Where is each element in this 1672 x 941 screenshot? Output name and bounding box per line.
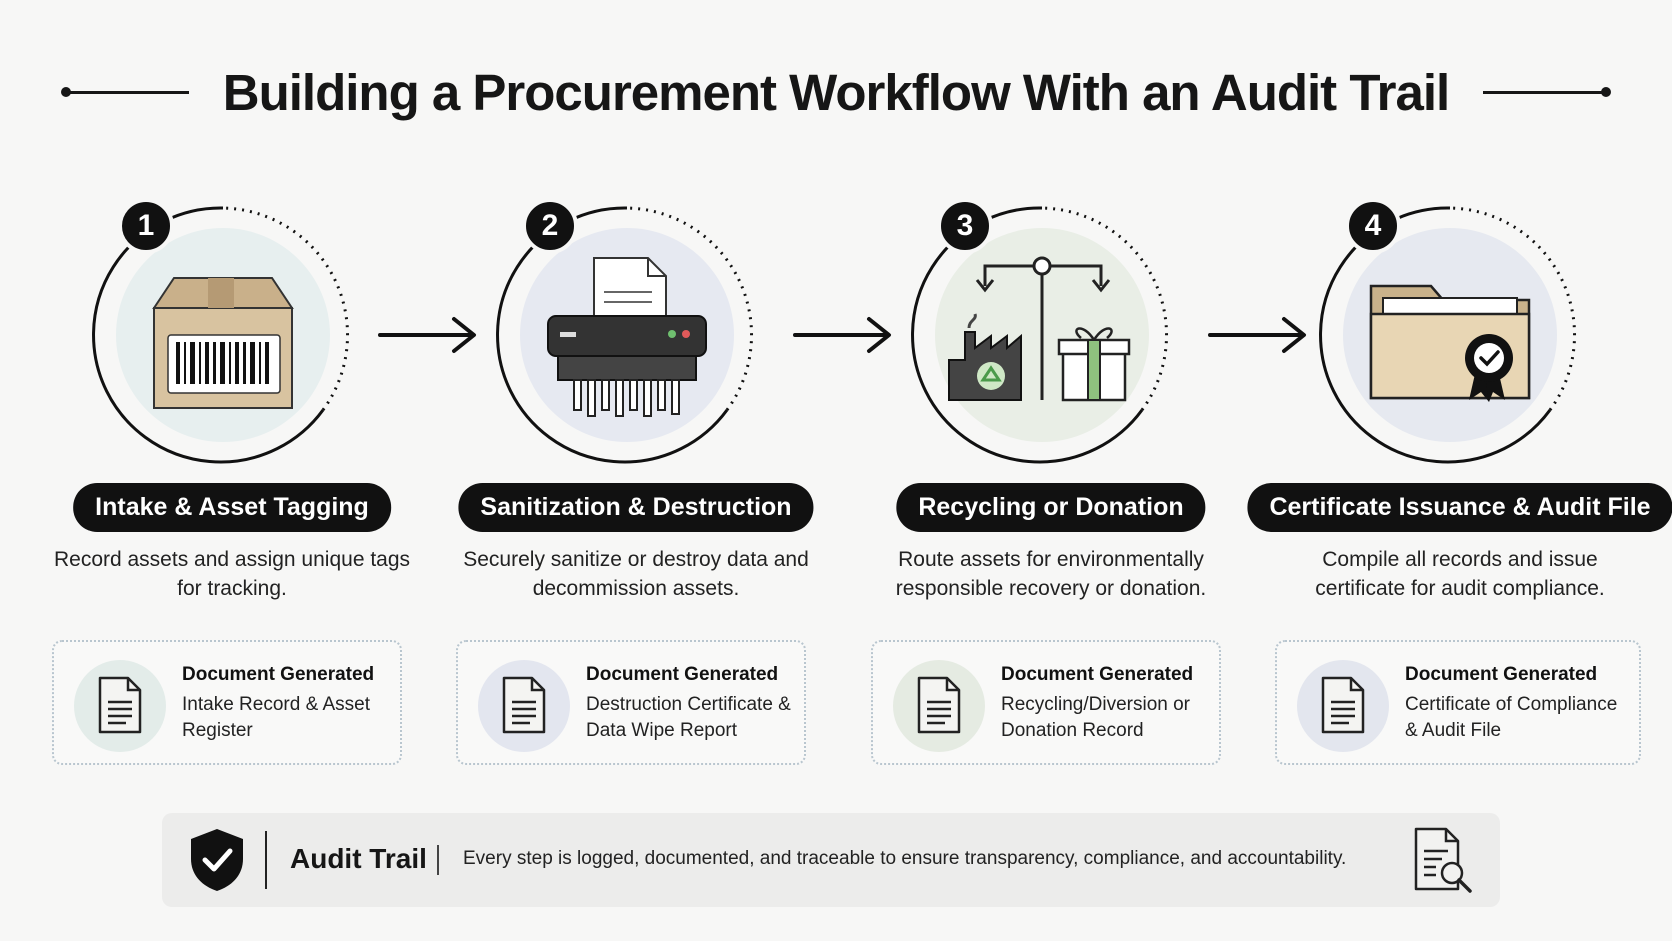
certificate-folder-icon xyxy=(1369,284,1531,402)
step-3-doc-text: Recycling/Diversion or Donation Record xyxy=(1001,694,1191,741)
step-3-icon-frame: 3 xyxy=(907,198,1177,470)
step-1-title: Intake & Asset Tagging xyxy=(73,483,391,532)
step-1-icon-frame: 1 xyxy=(88,198,358,470)
audit-divider xyxy=(265,831,267,889)
step-4-doc-text: Certificate of Compliance & Audit File xyxy=(1405,694,1618,741)
step-3-description: Route assets for environmentally respons… xyxy=(895,548,1207,600)
document-icon xyxy=(478,660,570,752)
arrow-right-icon xyxy=(793,317,891,353)
step-1-number: 1 xyxy=(118,198,174,254)
arrow-right-icon xyxy=(378,317,476,353)
arrow-right-icon xyxy=(1208,317,1306,353)
audit-divider-small xyxy=(437,845,439,875)
recycle-donate-icon xyxy=(948,256,1131,402)
title-divider-right xyxy=(1483,86,1612,97)
step-4-number: 4 xyxy=(1345,198,1401,254)
step-3-number: 3 xyxy=(937,198,993,254)
step-1-doc-title: Document Generated xyxy=(182,664,375,685)
step-4: 4 Certificate Issuance & Audit File Comp… xyxy=(1247,190,1672,775)
step-2-icon-frame: 2 xyxy=(492,198,762,470)
document-icon xyxy=(74,660,166,752)
step-4-description: Compile all records and issue certificat… xyxy=(1315,548,1605,600)
shredder-icon xyxy=(547,257,707,417)
audit-trail-title: Audit Trail xyxy=(290,843,427,874)
step-4-doc-title: Document Generated xyxy=(1405,664,1598,685)
step-3: 3 Recycling or Donation Route assets for… xyxy=(871,190,1231,775)
document-icon xyxy=(893,660,985,752)
step-1-doc-text: Intake Record & Asset Register xyxy=(182,694,370,741)
audit-trail-banner: Audit Trail Every step is logged, docume… xyxy=(162,813,1500,907)
step-4-title: Certificate Issuance & Audit File xyxy=(1247,483,1672,532)
step-3-title: Recycling or Donation xyxy=(896,483,1206,532)
step-2-description: Securely sanitize or destroy data and de… xyxy=(463,548,809,600)
step-2-document-card: Document Generated Destruction Certifica… xyxy=(456,640,806,765)
step-2-doc-text: Destruction Certificate & Data Wipe Repo… xyxy=(586,694,791,741)
title-divider-left xyxy=(60,86,189,97)
title-row: Building a Procurement Workflow With an … xyxy=(0,52,1672,132)
step-3-doc-title: Document Generated xyxy=(1001,664,1194,685)
step-2-doc-title: Document Generated xyxy=(586,664,779,685)
step-3-document-card: Document Generated Recycling/Diversion o… xyxy=(871,640,1221,765)
step-1: 1 Intake & Asset Tagging Record assets a… xyxy=(52,190,412,775)
shield-check-icon xyxy=(191,829,243,891)
step-2-title: Sanitization & Destruction xyxy=(458,483,814,532)
step-1-description: Record assets and assign unique tags for… xyxy=(53,548,411,600)
document-icon xyxy=(1297,660,1389,752)
step-4-icon-frame: 4 xyxy=(1315,198,1585,470)
document-search-icon xyxy=(1414,827,1472,893)
step-2-number: 2 xyxy=(522,198,578,254)
page-title: Building a Procurement Workflow With an … xyxy=(222,63,1450,121)
step-4-document-card: Document Generated Certificate of Compli… xyxy=(1275,640,1641,765)
audit-trail-text: Every step is logged, documented, and tr… xyxy=(463,848,1347,869)
step-2: 2 Sanitization & Destruction Securely sa… xyxy=(456,190,816,775)
barcode-box-icon xyxy=(152,277,294,409)
step-1-document-card: Document Generated Intake Record & Asset… xyxy=(52,640,402,765)
